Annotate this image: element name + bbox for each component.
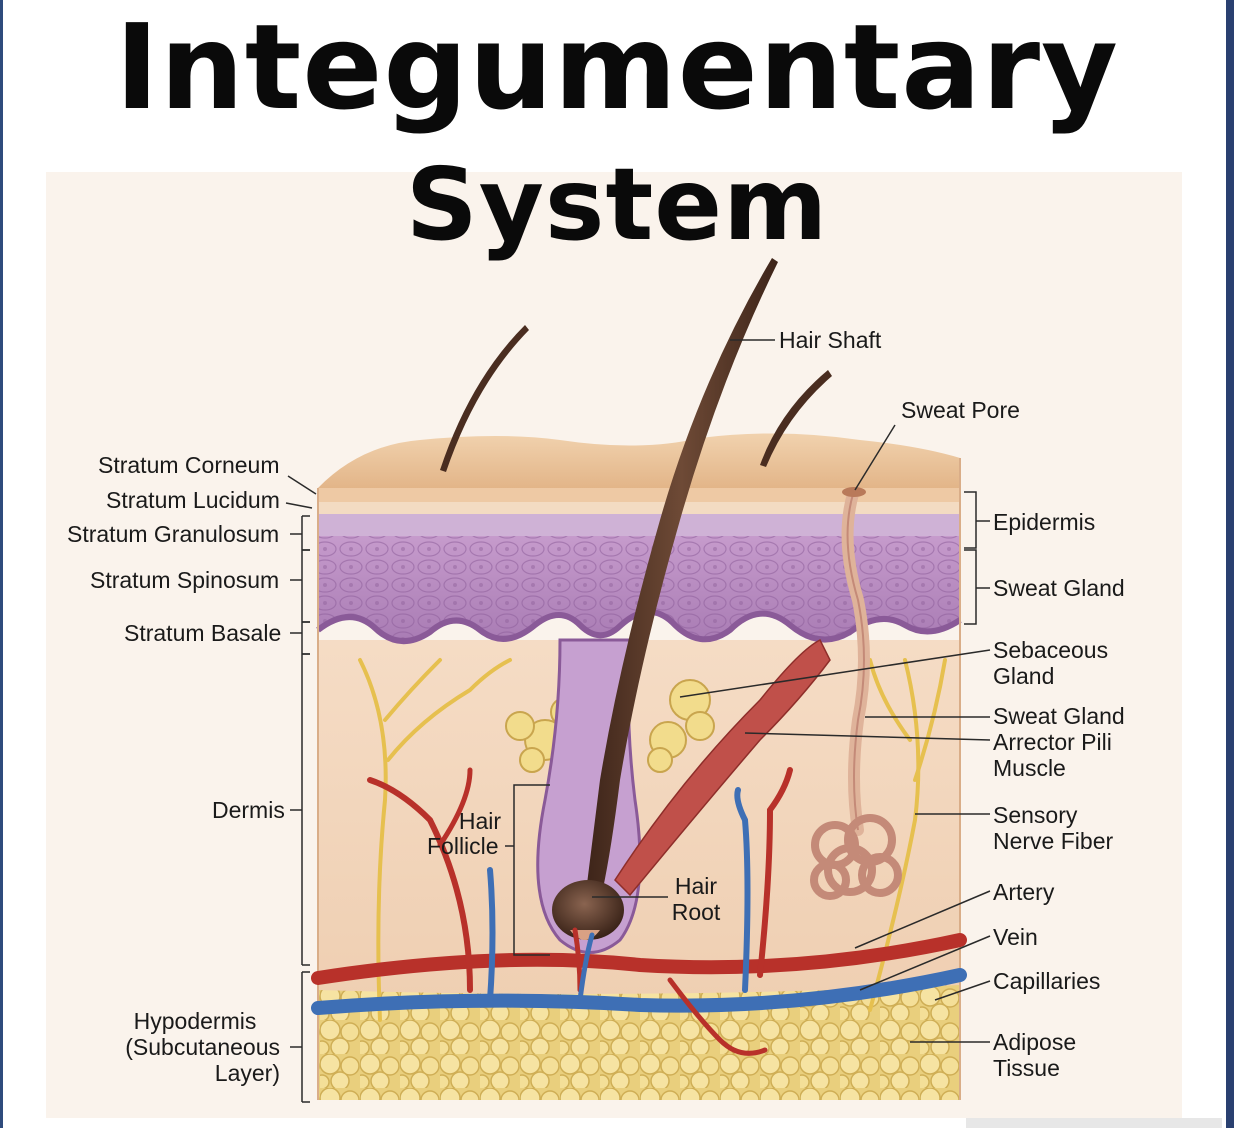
label-epidermis: Epidermis <box>993 509 1096 535</box>
label-arrector-line2: Muscle <box>993 755 1066 781</box>
label-vein: Vein <box>993 924 1038 950</box>
label-artery: Artery <box>993 879 1055 905</box>
label-stratum-lucidum: Stratum Lucidum <box>106 487 280 513</box>
label-sebaceous-line2: Gland <box>993 663 1055 689</box>
stratum-granulosum-band <box>318 514 960 536</box>
label-sweat-pore: Sweat Pore <box>901 397 1020 423</box>
label-sensory-line1: Sensory <box>993 802 1078 828</box>
label-hair-follicle-line1: Hair <box>458 808 502 834</box>
label-hypodermis: Hypodermis <box>110 1008 280 1034</box>
sweat-gland <box>810 487 902 900</box>
label-stratum-granulosum: Stratum Granulosum <box>67 521 280 547</box>
label-sebaceous-line1: Sebaceous <box>993 637 1109 663</box>
label-capillaries: Capillaries <box>993 968 1101 994</box>
small-hair-left <box>440 325 529 472</box>
frame-left-border <box>0 0 3 1128</box>
blood-vessels <box>311 767 967 1056</box>
hair-shaft <box>585 258 778 902</box>
leader-lines <box>592 339 991 1043</box>
stratum-corneum-band <box>318 488 960 502</box>
title-line-2: System <box>405 146 829 263</box>
stratum-lucidum-band <box>318 502 960 514</box>
label-hypodermis-line3: Layer) <box>214 1060 280 1086</box>
arrector-pili-muscle <box>614 638 831 897</box>
frame-right-border <box>1226 0 1234 1128</box>
right-brackets <box>964 491 990 625</box>
title-line-1: Integumentary <box>115 0 1119 136</box>
stratum-basale-line <box>316 608 962 645</box>
follicle-bracket <box>505 784 550 956</box>
adipose-layer <box>318 985 960 1100</box>
label-stratum-spinosum: Stratum Spinosum <box>90 567 280 593</box>
bottom-gray-strip <box>966 1118 1222 1128</box>
label-hypodermis-line1: Hypodermis <box>133 1008 257 1034</box>
label-hair-root-line2: Root <box>671 899 721 925</box>
small-hair-right <box>760 370 832 467</box>
label-stratum-basale: Stratum Basale <box>124 620 282 646</box>
label-sweat-gland: Sweat Gland <box>993 703 1125 729</box>
left-brackets <box>285 475 317 1103</box>
label-sweat-gland-top: Sweat Gland <box>993 575 1125 601</box>
label-stratum-corneum: Stratum Corneum <box>98 452 280 478</box>
label-hypodermis-line2: (Subcutaneous <box>125 1034 280 1060</box>
label-arrector-line1: Arrector Pili <box>993 729 1112 755</box>
hair-root-bulb <box>552 880 624 940</box>
label-dermis: Dermis <box>212 797 285 823</box>
label-adipose-line1: Adipose <box>993 1029 1077 1055</box>
label-sensory-line2: Nerve Fiber <box>993 828 1114 854</box>
sebaceous-glands <box>505 679 715 773</box>
label-adipose-line2: Tissue <box>993 1055 1060 1081</box>
skin-surface <box>318 433 960 490</box>
label-hair-root-line1: Hair <box>674 873 718 899</box>
label-hair-shaft: Hair Shaft <box>779 327 882 353</box>
label-hair-follicle-line2: Follicle <box>427 833 499 859</box>
skin-block <box>316 433 962 1100</box>
